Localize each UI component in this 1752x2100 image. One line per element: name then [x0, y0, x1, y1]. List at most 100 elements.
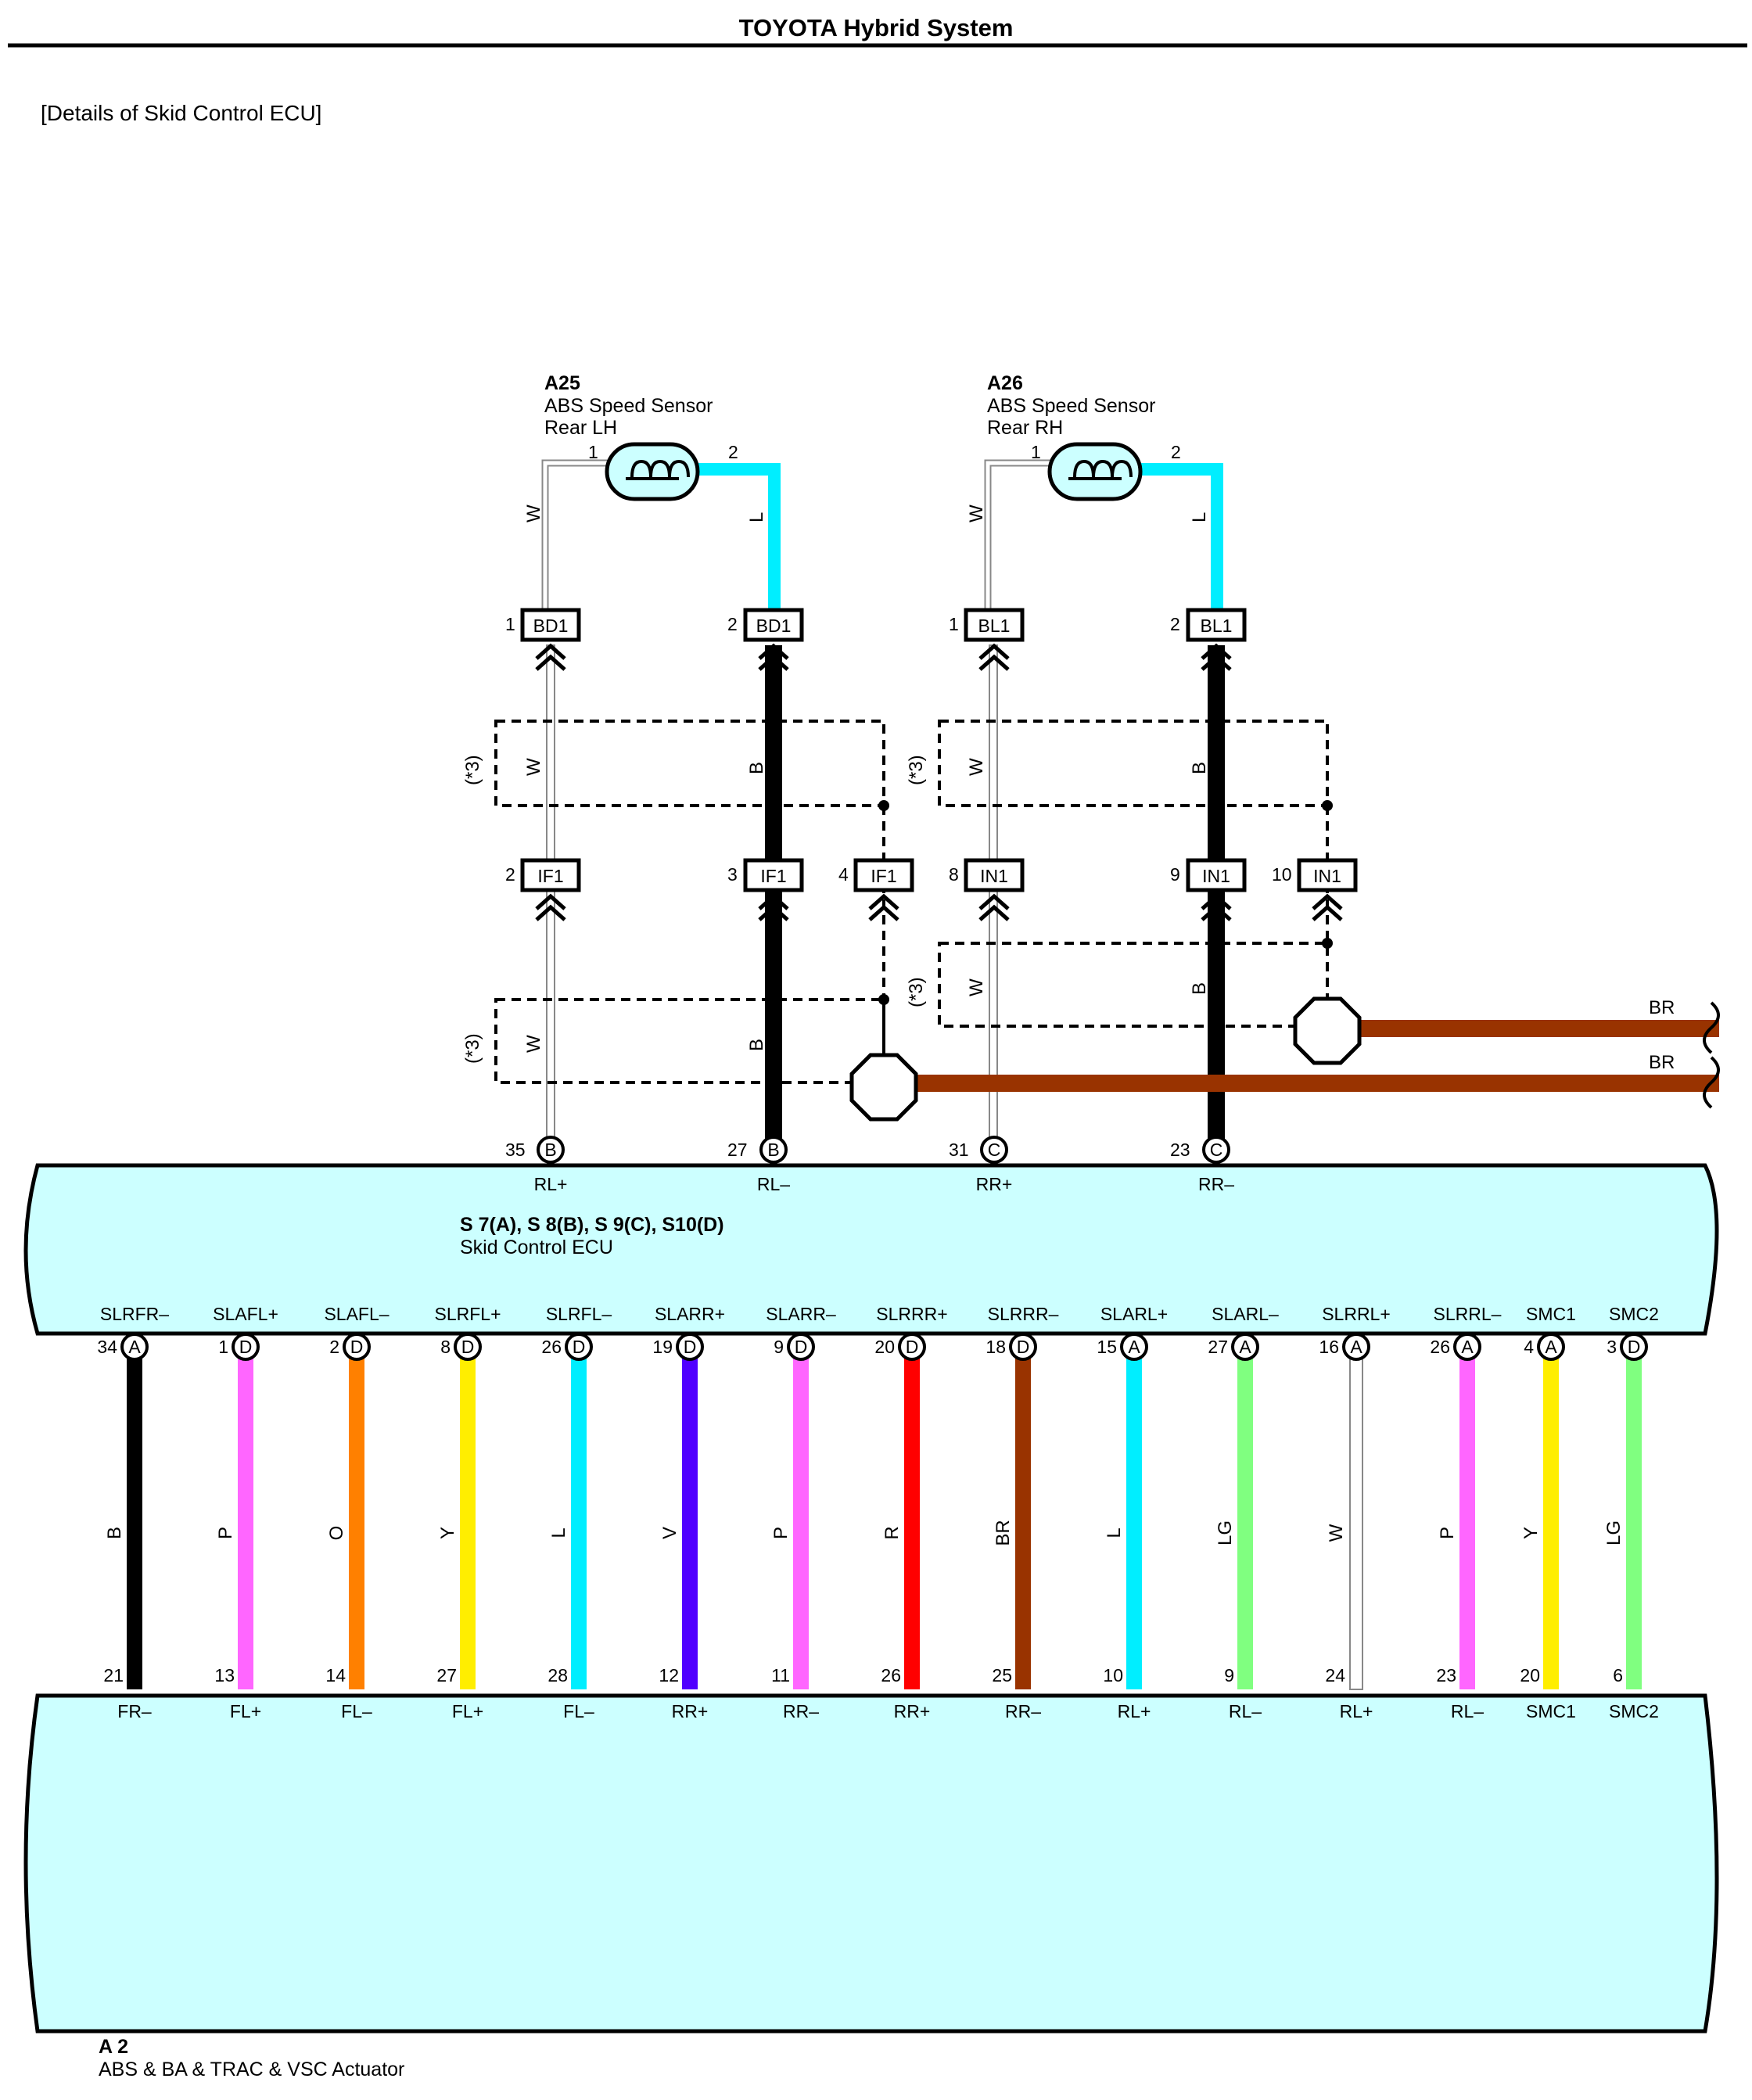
pin-number: 8 [440, 1337, 451, 1357]
actuator-name: ABS & BA & TRAC & VSC Actuator [99, 2059, 404, 2080]
sensor-id: A26 [987, 372, 1023, 394]
wire-l [695, 463, 781, 610]
connector-box [1186, 608, 1247, 642]
actuator-pin-signal: SMC2 [1609, 1701, 1659, 1721]
connector-pin: 2 [727, 614, 738, 634]
actuator-pin-number: 11 [771, 1665, 790, 1685]
connector-pin: 9 [1170, 864, 1180, 885]
pin-conn: D [350, 1337, 364, 1357]
sensor-location: Rear RH [987, 417, 1063, 439]
pin-signal: SLAFL– [324, 1304, 389, 1324]
actuator-pin-signal: FR– [117, 1701, 152, 1721]
shield-box [494, 720, 885, 807]
pin-signal: SLRRL– [1434, 1304, 1502, 1324]
wire-code: P [770, 1527, 792, 1539]
shield-dots [878, 800, 1333, 1005]
sensor-name: ABS Speed Sensor [544, 395, 713, 417]
pin-circle [980, 1136, 1008, 1164]
wire-lg [1237, 1347, 1253, 1689]
pin-circle [898, 1333, 926, 1361]
pin-circle [1120, 1333, 1148, 1361]
chevron-up-icon [1312, 893, 1343, 921]
pin-conn: D [239, 1337, 253, 1357]
wire-lg [1626, 1347, 1642, 1689]
pin-number: 2 [329, 1337, 339, 1357]
actuator-pin-number: 6 [1613, 1665, 1623, 1685]
pin-number: 27 [727, 1140, 748, 1160]
shield-box [938, 720, 1329, 807]
pin-signal: RR– [1198, 1174, 1234, 1194]
pin-number: 19 [652, 1337, 673, 1357]
wire-code: P [215, 1527, 236, 1539]
actuator-pin-signal: FL+ [452, 1701, 483, 1721]
connector-box [1186, 858, 1247, 892]
pin-conn: A [1545, 1337, 1557, 1357]
actuator-pin-signal: RR+ [894, 1701, 931, 1721]
actuator-pin-signal: SMC1 [1526, 1701, 1576, 1721]
chevron-up-icon [758, 893, 789, 921]
chevron-up-icon [978, 893, 1010, 921]
pin-number: 35 [505, 1140, 526, 1160]
shield-note: (*3) [906, 977, 927, 1007]
pin-signal: SLARL– [1212, 1304, 1279, 1324]
wire-v [682, 1347, 698, 1689]
actuator-pin-number: 12 [659, 1665, 679, 1685]
wire-p [793, 1347, 809, 1689]
wire-w-core [543, 461, 609, 610]
actuator-pin-signal: RL+ [1118, 1701, 1151, 1721]
pin-signal: SLRFL+ [434, 1304, 501, 1324]
pin-signal: SLRRL+ [1322, 1304, 1391, 1324]
break-mark [1703, 1001, 1720, 1054]
pin-conn: A [1239, 1337, 1251, 1357]
actuator-pin-signal: RL– [1229, 1701, 1262, 1721]
actuator-pin-signal: FL+ [230, 1701, 261, 1721]
wire-code: W [966, 758, 987, 776]
wire-code: L [1104, 1527, 1125, 1538]
pin-signal: SLAFL+ [213, 1304, 278, 1324]
connector-box [853, 858, 914, 892]
wire-code: P [1437, 1527, 1458, 1539]
ecu-desc: Skid Control ECU [460, 1237, 613, 1258]
pin-number: 20 [874, 1337, 895, 1357]
connector-label: IF1 [760, 866, 786, 886]
pin-signal: SLARR+ [655, 1304, 725, 1324]
wire-code: O [326, 1526, 347, 1541]
ecu-top-pins: 35 B RL+ 27 B RL– 31 C RR+ 23 C RR– [505, 1136, 1234, 1194]
wire-code: R [881, 1526, 903, 1539]
pin-conn: C [1210, 1140, 1223, 1160]
pin-number: 34 [97, 1337, 117, 1357]
wire-w [1349, 1346, 1363, 1690]
pin-conn: A [1461, 1337, 1474, 1357]
connector-label: IF1 [537, 866, 563, 886]
wire-y [1543, 1347, 1559, 1689]
pin-circle [454, 1333, 482, 1361]
wire-code: W [1326, 1524, 1347, 1542]
wire-code: W [523, 758, 544, 776]
connector-box [520, 608, 581, 642]
pin-conn: D [573, 1337, 586, 1357]
connector-pin: 3 [727, 864, 738, 885]
connector-pin: 8 [949, 864, 959, 885]
connector-label: IN1 [1202, 866, 1230, 886]
wire-code: W [523, 1035, 544, 1053]
actuator-pin-signal: FL– [563, 1701, 594, 1721]
pin-signal: SLARR– [766, 1304, 836, 1324]
chevron-up-icon [978, 643, 1010, 671]
pin-signal: SLRFL– [546, 1304, 612, 1324]
wire-code: Y [437, 1527, 458, 1539]
actuator-pin-signal: FL– [341, 1701, 372, 1721]
actuator-box [23, 1693, 1719, 2034]
pin-signal: RL+ [534, 1174, 568, 1194]
connector-pin: 10 [1272, 864, 1292, 885]
wire-code: B [1189, 762, 1210, 774]
pin-number: 27 [1208, 1337, 1228, 1357]
actuator-pin-number: 28 [548, 1665, 568, 1685]
pin-number: 3 [1607, 1337, 1617, 1357]
pin-signal: SLRRR+ [876, 1304, 947, 1324]
wire-code: LG [1215, 1520, 1236, 1545]
pin-signal: RL– [757, 1174, 790, 1194]
pin-circle [1202, 1136, 1230, 1164]
pin-conn: D [684, 1337, 697, 1357]
